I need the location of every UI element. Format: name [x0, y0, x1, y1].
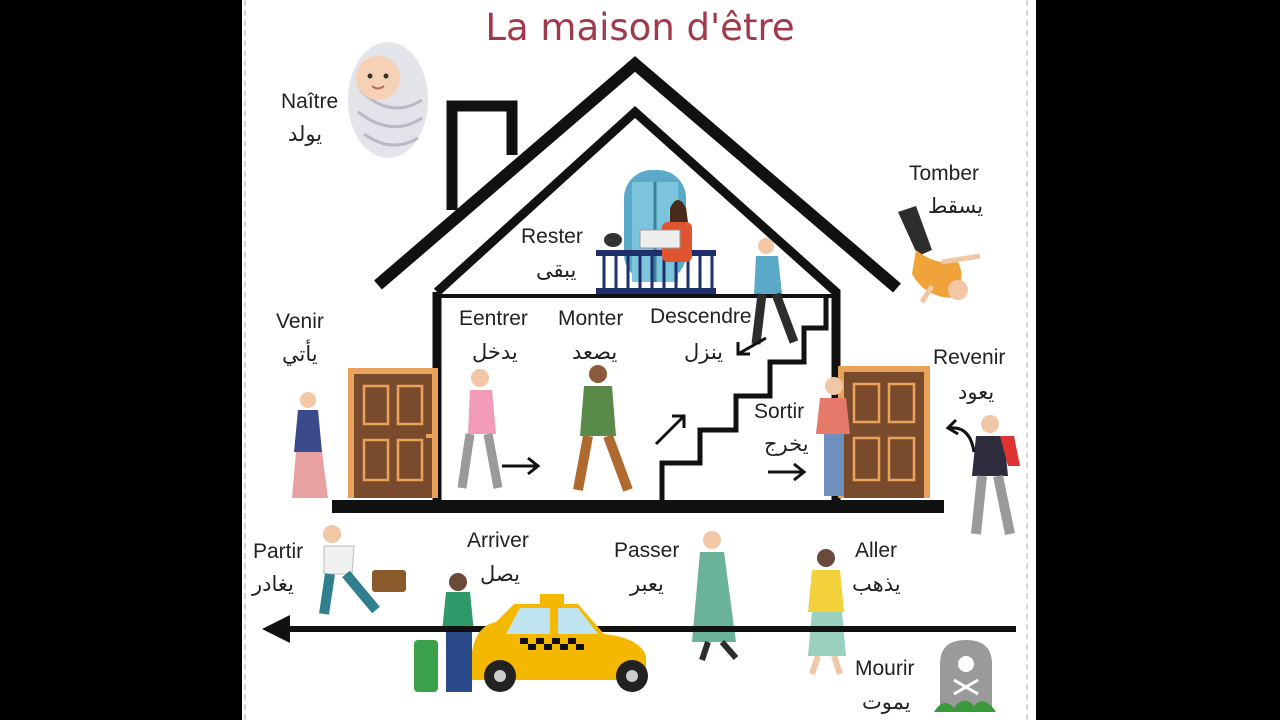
- walking-person-icon-aller: [808, 549, 846, 675]
- walking-person-icon-venir: [292, 392, 328, 498]
- label-rester-ar: يبقى: [536, 258, 577, 282]
- page-title: La maison d'être: [485, 6, 795, 49]
- walking-person-icon-revenir: [971, 415, 1020, 536]
- walking-person-icon-partir: [319, 525, 406, 615]
- baby-icon: [348, 42, 428, 158]
- label-entrer-ar: يدخل: [472, 340, 518, 364]
- label-arriver: Arriver: [467, 529, 529, 552]
- label-mourir: Mourir: [855, 657, 915, 680]
- walking-person-icon-sortir: [816, 377, 850, 496]
- label-passer-ar: يعبر: [630, 572, 664, 596]
- walking-person-icon-entrer: [457, 369, 503, 489]
- label-sortir: Sortir: [754, 400, 805, 423]
- label-partir-ar: يغادر: [252, 572, 294, 596]
- taxi-icon: [472, 594, 648, 692]
- label-aller: Aller: [855, 539, 898, 562]
- label-descendre-ar: ينزل: [684, 340, 724, 364]
- label-naitre-ar: يولد: [288, 122, 323, 146]
- label-entrer: Eentrer: [459, 307, 528, 330]
- walking-person-icon-passer: [692, 531, 739, 661]
- label-mourir-ar: يموت: [862, 690, 911, 714]
- label-tomber: Tomber: [909, 162, 980, 185]
- falling-person-icon: [898, 206, 981, 304]
- door-icon-left: [348, 368, 438, 498]
- label-passer: Passer: [614, 539, 680, 562]
- label-venir: Venir: [276, 310, 324, 333]
- label-naitre: Naître: [281, 90, 339, 113]
- label-revenir: Revenir: [933, 346, 1006, 369]
- label-revenir-ar: يعود: [958, 380, 995, 404]
- panel-right-edge: [1026, 0, 1028, 720]
- label-monter-ar: يصعد: [572, 340, 618, 364]
- label-descendre: Descendre: [650, 305, 752, 328]
- label-aller-ar: يذهب: [852, 572, 901, 596]
- door-icon-right: [838, 366, 930, 498]
- walking-person-icon-monter: [573, 365, 633, 492]
- label-rester: Rester: [521, 225, 583, 248]
- balcony-reader-icon: [596, 170, 716, 294]
- timeline-arrow: [262, 615, 1016, 643]
- label-tomber-ar: يسقط: [928, 194, 984, 218]
- house-floor: [332, 500, 944, 513]
- walking-person-icon-descendre: [751, 238, 799, 345]
- label-venir-ar: يأتي: [282, 342, 318, 366]
- stairs-icon: [659, 296, 829, 500]
- label-monter: Monter: [558, 307, 624, 330]
- arrow-icons: [502, 336, 976, 482]
- label-sortir-ar: يخرج: [764, 432, 809, 456]
- tombstone-icon: [934, 640, 996, 712]
- panel-left-edge: [244, 0, 246, 720]
- label-arriver-ar: يصل: [480, 562, 520, 586]
- walking-person-icon-arriver: [414, 573, 474, 692]
- label-partir: Partir: [253, 540, 304, 563]
